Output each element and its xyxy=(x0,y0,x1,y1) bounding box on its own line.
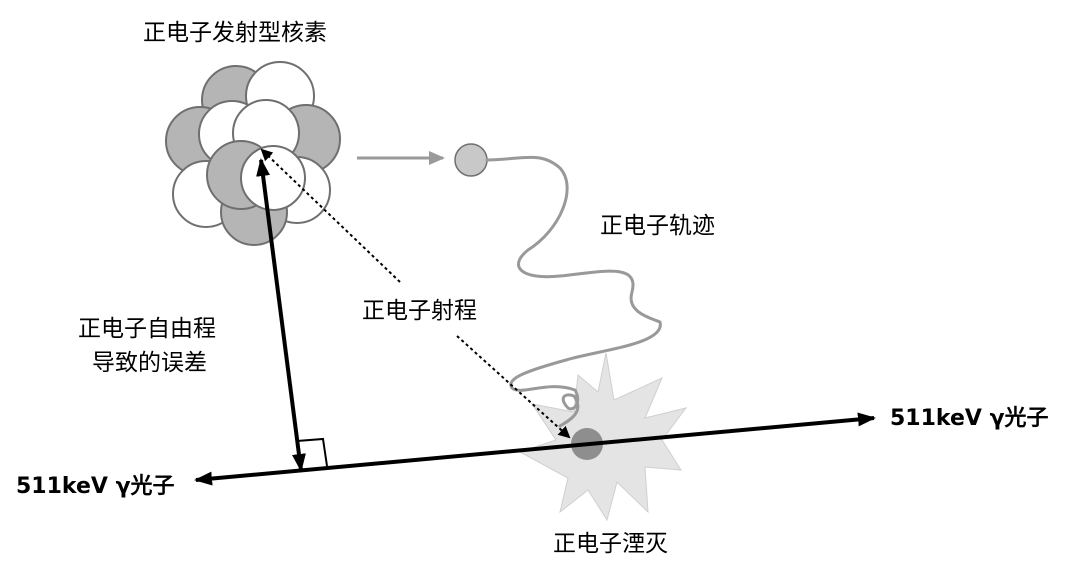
gamma-photon-line xyxy=(194,412,876,486)
positron-trajectory xyxy=(485,155,662,428)
nucleon xyxy=(240,145,306,211)
nucleus xyxy=(165,61,341,246)
error-double-arrow xyxy=(256,158,306,472)
error-label-line1: 正电子自由程 xyxy=(78,316,216,342)
trajectory-label: 正电子轨迹 xyxy=(600,213,715,239)
gamma-photon-left-label: 511keV γ光子 xyxy=(16,474,175,499)
error-label-line2: 导致的误差 xyxy=(92,350,207,376)
gamma-photon-right-label: 511keV γ光子 xyxy=(890,406,1049,431)
positron xyxy=(454,143,488,177)
range-arrow-up xyxy=(260,148,401,283)
nucleus-label: 正电子发射型核素 xyxy=(143,20,327,46)
right-angle-marker xyxy=(296,437,328,467)
range-arrow-down xyxy=(456,335,571,439)
annihilation-label: 正电子湮灭 xyxy=(553,531,668,557)
range-label: 正电子射程 xyxy=(362,298,477,324)
